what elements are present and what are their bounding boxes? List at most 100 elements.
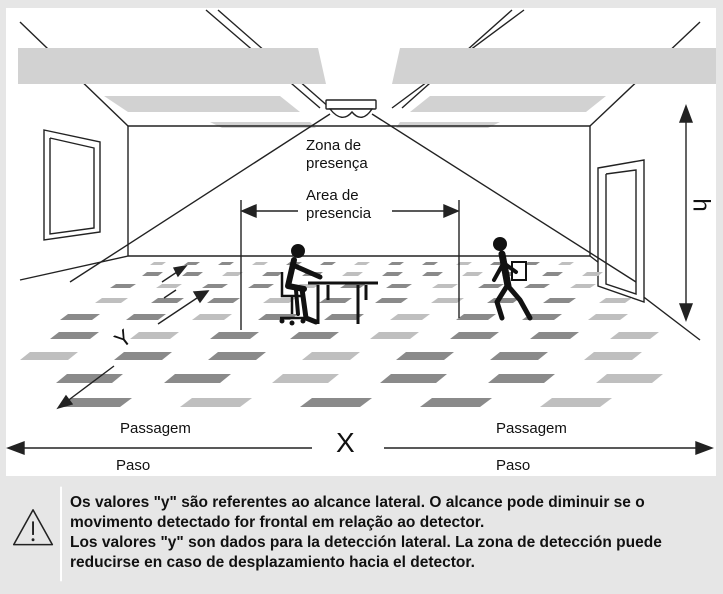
floor-tile xyxy=(432,284,458,288)
floor-tile xyxy=(182,272,203,276)
floor-tile xyxy=(354,262,370,265)
passage-label-left: Passagem xyxy=(120,420,191,437)
floor-tile xyxy=(130,332,179,339)
floor-tile xyxy=(151,298,184,303)
paso-label-right: Paso xyxy=(496,457,531,474)
floor-tile xyxy=(599,298,632,303)
ceiling-detector xyxy=(325,99,377,118)
note-text-pt: Os valores "y" são referentes ao alcance… xyxy=(70,494,645,531)
floor-tile xyxy=(60,398,132,407)
floor-tile xyxy=(450,332,499,339)
floor-tile xyxy=(142,272,163,276)
note-text-es: Los valores "y" son dados para la detecc… xyxy=(70,534,662,571)
presence-area-markers xyxy=(240,200,460,330)
presence-zone-label: Zona de presença xyxy=(306,137,368,173)
lateral-range-arrows xyxy=(56,265,210,410)
floor-tile xyxy=(222,272,243,276)
floor-tile xyxy=(524,284,550,288)
floor-tile xyxy=(390,314,430,320)
presence-area-label: Area de presencia xyxy=(306,187,371,223)
height-arrow xyxy=(678,104,694,322)
floor-tile xyxy=(380,374,447,383)
floor-tile xyxy=(126,314,166,320)
floor-tile xyxy=(60,314,100,320)
floor-tile xyxy=(210,332,259,339)
floor-tile xyxy=(543,298,576,303)
floor-tile xyxy=(263,298,296,303)
floor-tile xyxy=(342,272,363,276)
floor-tile xyxy=(248,284,274,288)
width-label: X xyxy=(336,427,355,458)
floor-tile xyxy=(542,272,563,276)
floor-tile xyxy=(156,284,182,288)
table xyxy=(308,281,378,324)
detection-cone xyxy=(69,113,637,283)
floor-tile xyxy=(588,314,628,320)
note-panel: Os valores "y" são referentes ao alcance… xyxy=(6,483,718,585)
room-scene xyxy=(6,8,716,476)
floor-tile xyxy=(290,332,339,339)
floor-tile xyxy=(584,352,642,360)
floor-tile xyxy=(50,332,99,339)
presence-area-label-line1: Area de xyxy=(306,187,359,204)
floor-tile xyxy=(218,262,234,265)
floor-tile xyxy=(110,284,136,288)
floor-tile xyxy=(382,272,403,276)
floor-tile xyxy=(207,298,240,303)
floor-tile xyxy=(202,284,228,288)
floor-tile xyxy=(150,262,166,265)
floor-tile xyxy=(610,332,659,339)
presence-zone-label-line2: presença xyxy=(306,155,368,172)
presence-area-label-line2: presencia xyxy=(306,205,372,222)
seated-person xyxy=(279,244,323,326)
door xyxy=(597,159,645,303)
floor-tile xyxy=(431,298,464,303)
warning-triangle-icon xyxy=(12,486,62,582)
floor-tile xyxy=(114,352,172,360)
ceiling-panels xyxy=(18,48,716,128)
floor-tile xyxy=(375,298,408,303)
floor-tiles xyxy=(20,262,663,407)
floor-tile xyxy=(184,262,200,265)
paso-label-left: Paso xyxy=(116,457,151,474)
floor-tile xyxy=(582,272,603,276)
floor-tile xyxy=(386,284,412,288)
floor-tile xyxy=(95,298,128,303)
width-arrow xyxy=(6,440,714,456)
floor-tile xyxy=(462,272,483,276)
passage-label-right: Passagem xyxy=(496,420,567,437)
floor-tile xyxy=(478,284,504,288)
floor-tile xyxy=(208,352,266,360)
floor-tile xyxy=(388,262,404,265)
floor-tile xyxy=(540,398,612,407)
height-label: h xyxy=(687,198,715,212)
floor-tile xyxy=(262,272,283,276)
floor-tile xyxy=(302,352,360,360)
floor-tile xyxy=(488,374,555,383)
floor-tile xyxy=(252,262,268,265)
floor-tile xyxy=(396,352,454,360)
floor-tile xyxy=(164,374,231,383)
floor-tile xyxy=(370,332,419,339)
floor-tile xyxy=(272,374,339,383)
floor-tile xyxy=(56,374,123,383)
floor-tile xyxy=(490,352,548,360)
floor-tile xyxy=(530,332,579,339)
floor-tile xyxy=(320,262,336,265)
floor-tile xyxy=(324,314,364,320)
floor-tile xyxy=(192,314,232,320)
floor-tile xyxy=(420,398,492,407)
floor-tile xyxy=(422,272,443,276)
presence-zone-label-line1: Zona de xyxy=(306,137,362,154)
floor-tile xyxy=(20,352,78,360)
floor-tile xyxy=(524,262,540,265)
floor-tile xyxy=(456,262,472,265)
floor-tile xyxy=(570,284,596,288)
note-text: Os valores "y" são referentes ao alcance… xyxy=(70,493,710,573)
floor-tile xyxy=(596,374,663,383)
floor-tile xyxy=(456,314,496,320)
floor-tile xyxy=(558,262,574,265)
floor-tile xyxy=(180,398,252,407)
walking-person xyxy=(492,237,533,321)
